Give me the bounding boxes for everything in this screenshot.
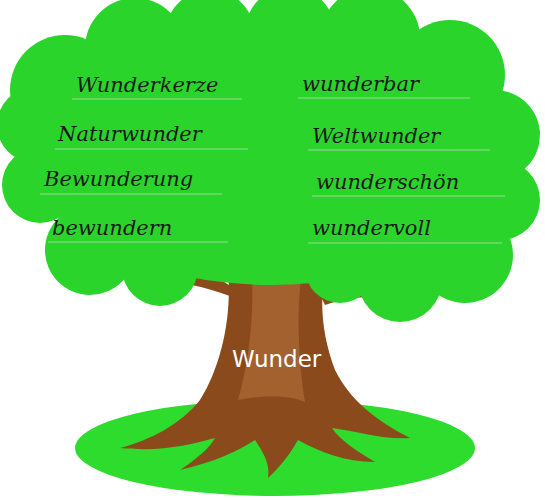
writing-lines bbox=[40, 98, 505, 243]
derived-word: Weltwunder bbox=[312, 125, 440, 148]
derived-word: Bewunderung bbox=[44, 168, 193, 191]
derived-word: bewundern bbox=[52, 217, 172, 240]
root-word: Wunder bbox=[232, 347, 321, 372]
derived-word: Naturwunder bbox=[58, 123, 202, 146]
derived-word: wundervoll bbox=[312, 217, 431, 240]
derived-word: Wunderkerze bbox=[76, 74, 218, 97]
derived-word: wunderschön bbox=[316, 171, 459, 194]
derived-word: wunderbar bbox=[302, 73, 419, 96]
crown bbox=[0, 0, 540, 322]
